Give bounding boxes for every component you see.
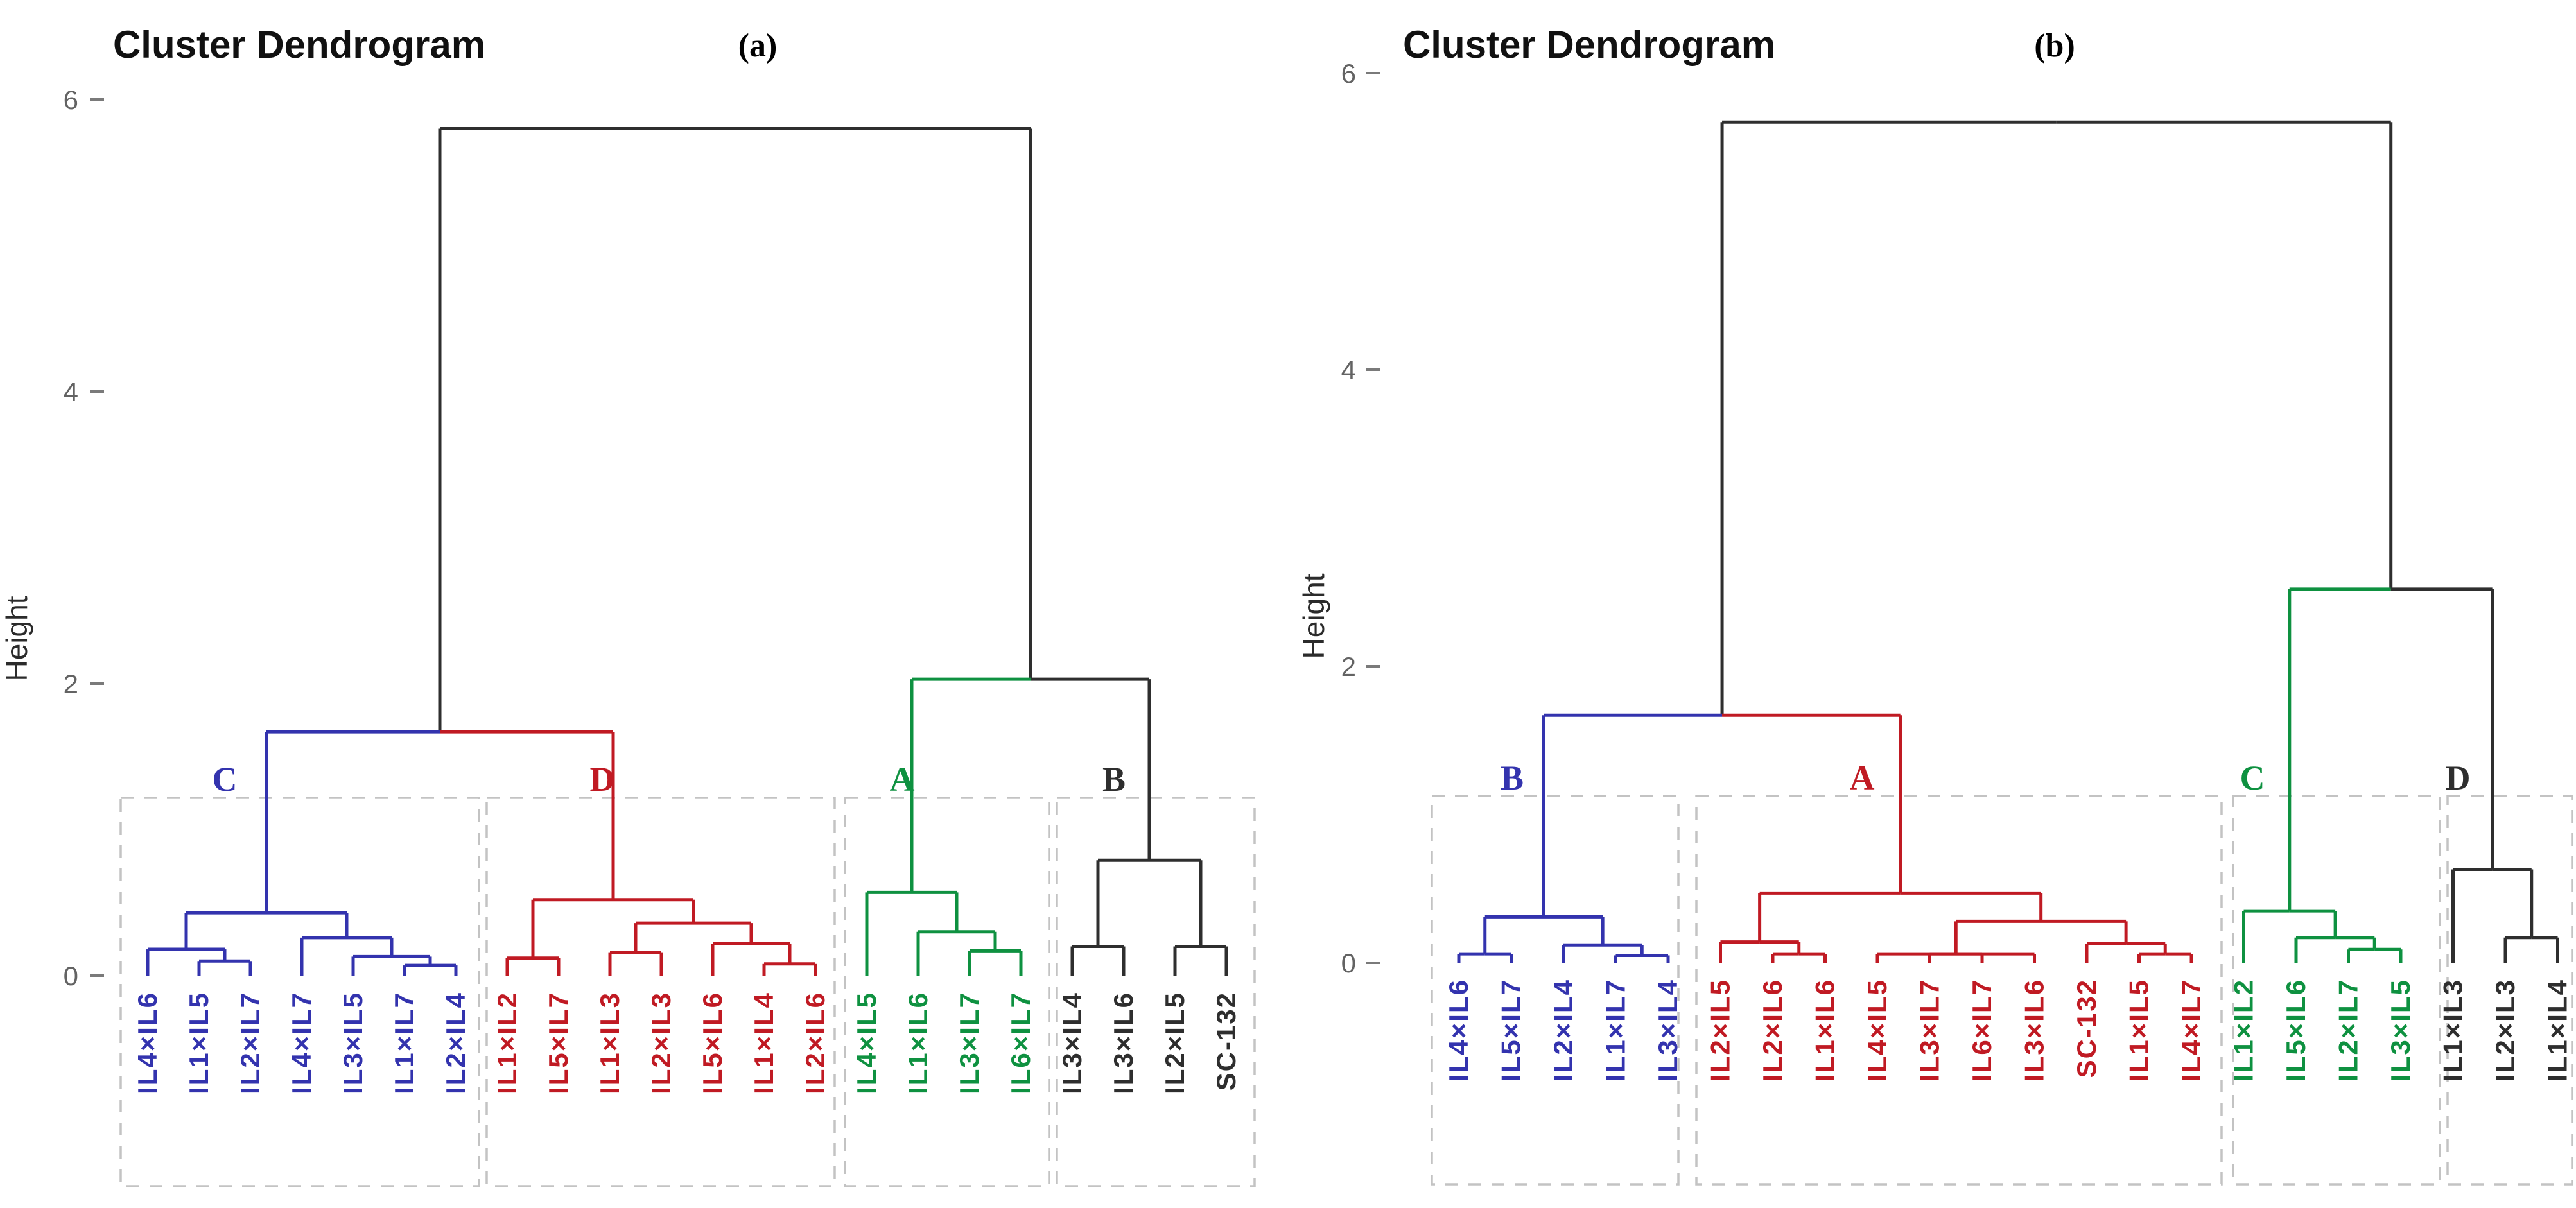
y-tick-label-0-panel-a: 0 <box>64 961 78 991</box>
y-tick-label-2-panel-a: 2 <box>64 669 78 699</box>
cluster-box-a-panel-b <box>1695 795 2223 1186</box>
cluster-box-a-panel-a <box>844 797 1050 1187</box>
y-tick-label-4-panel-a: 4 <box>64 377 78 407</box>
y-tick-label-4-panel-b: 4 <box>1341 355 1356 385</box>
leaf-label-IL2IL7-panel-a: IL2×IL7 <box>235 992 265 1094</box>
leaf-label-IL2IL6-panel-b: IL2×IL6 <box>1757 979 1788 1082</box>
panel-label-a: (a) <box>738 28 778 64</box>
leaf-label-IL3IL4-panel-a: IL3×IL4 <box>1057 992 1087 1094</box>
leaf-label-IL1IL4-panel-b: IL1×IL4 <box>2543 979 2573 1082</box>
leaf-label-IL1IL3-panel-a: IL1×IL3 <box>595 992 625 1094</box>
leaf-label-IL3IL4-panel-b: IL3×IL4 <box>1653 979 1683 1082</box>
leaf-label-IL3IL7-panel-b: IL3×IL7 <box>1915 979 1945 1082</box>
leaf-label-IL1IL5-panel-b: IL1×IL5 <box>2124 979 2154 1082</box>
cluster-letter-d-panel-b: D <box>2446 759 2471 797</box>
cluster-box-b-panel-b <box>1431 795 1680 1186</box>
chart-title-panel-b: Cluster Dendrogram <box>1403 23 1775 66</box>
cluster-box-d-panel-a <box>485 797 836 1187</box>
leaf-label-IL4IL6-panel-a: IL4×IL6 <box>132 992 162 1094</box>
cluster-letter-b-panel-a: B <box>1102 760 1126 798</box>
leaf-label-IL2IL3-panel-a: IL2×IL3 <box>646 992 676 1094</box>
leaf-label-IL4IL6-panel-b: IL4×IL6 <box>1443 979 1474 1082</box>
leaf-label-IL2IL4-panel-a: IL2×IL4 <box>440 992 471 1094</box>
leaf-label-IL5IL7-panel-a: IL5×IL7 <box>543 992 573 1094</box>
cluster-letter-c-panel-a: C <box>213 760 238 798</box>
cluster-box-c-panel-b <box>2232 795 2441 1186</box>
leaf-label-IL5IL6-panel-b: IL5×IL6 <box>2281 979 2311 1082</box>
leaf-label-IL4IL7-panel-a: IL4×IL7 <box>286 992 317 1094</box>
leaf-label-IL1IL5-panel-a: IL1×IL5 <box>184 992 214 1094</box>
leaf-label-IL2IL7-panel-b: IL2×IL7 <box>2333 979 2363 1082</box>
y-axis-label-panel-b: Height <box>1297 573 1330 659</box>
leaf-label-SC132-panel-a: SC-132 <box>1211 992 1241 1091</box>
y-tick-label-0-panel-b: 0 <box>1341 948 1356 978</box>
chart-title-panel-a: Cluster Dendrogram <box>113 23 485 66</box>
leaf-label-IL4IL5-panel-b: IL4×IL5 <box>1862 979 1892 1082</box>
cluster-letter-c-panel-b: C <box>2240 759 2265 797</box>
leaf-label-IL2IL4-panel-b: IL2×IL4 <box>1548 979 1578 1082</box>
leaf-label-IL2IL3-panel-b: IL2×IL3 <box>2490 979 2520 1082</box>
leaf-label-IL5IL7-panel-b: IL5×IL7 <box>1496 979 1526 1082</box>
leaf-label-IL1IL2-panel-a: IL1×IL2 <box>492 992 522 1094</box>
y-tick-label-6-panel-a: 6 <box>64 85 78 115</box>
leaf-label-IL1IL6-panel-b: IL1×IL6 <box>1810 979 1840 1082</box>
leaf-label-IL2IL5-panel-b: IL2×IL5 <box>1705 979 1736 1082</box>
y-axis-label-panel-a: Height <box>0 596 33 681</box>
leaf-label-IL1IL6-panel-a: IL1×IL6 <box>903 992 933 1094</box>
leaf-label-IL1IL7-panel-a: IL1×IL7 <box>389 992 419 1094</box>
leaf-label-IL5IL6-panel-a: IL5×IL6 <box>697 992 727 1094</box>
panel-label-b: (b) <box>2034 28 2075 64</box>
leaf-label-IL3IL5-panel-b: IL3×IL5 <box>2385 979 2415 1082</box>
cluster-box-c-panel-a <box>119 797 480 1187</box>
cluster-letter-d-panel-a: D <box>590 760 615 798</box>
leaf-label-IL1IL7-panel-b: IL1×IL7 <box>1601 979 1631 1082</box>
leaf-label-IL6IL7-panel-b: IL6×IL7 <box>1967 979 1997 1082</box>
leaf-label-IL1IL4-panel-a: IL1×IL4 <box>749 992 779 1094</box>
cluster-letter-b-panel-b: B <box>1501 759 1524 797</box>
leaf-label-IL1IL2-panel-b: IL1×IL2 <box>2229 979 2259 1082</box>
leaf-label-IL4IL5-panel-a: IL4×IL5 <box>851 992 882 1094</box>
leaf-label-IL4IL7-panel-b: IL4×IL7 <box>2176 979 2206 1082</box>
leaf-label-IL1IL3-panel-b: IL1×IL3 <box>2438 979 2468 1082</box>
leaf-label-IL3IL5-panel-a: IL3×IL5 <box>338 992 368 1094</box>
leaf-label-IL6IL7-panel-a: IL6×IL7 <box>1005 992 1036 1094</box>
leaf-label-IL2IL5-panel-a: IL2×IL5 <box>1160 992 1190 1094</box>
cluster-box-b-panel-a <box>1056 797 1256 1187</box>
leaf-label-IL2IL6-panel-a: IL2×IL6 <box>800 992 830 1094</box>
leaf-label-IL3IL6-panel-a: IL3×IL6 <box>1108 992 1138 1094</box>
cluster-letter-a-panel-a: A <box>890 760 915 798</box>
y-tick-label-2-panel-b: 2 <box>1341 651 1356 682</box>
y-tick-label-6-panel-b: 6 <box>1341 58 1356 89</box>
leaf-label-SC132-panel-b: SC-132 <box>2071 979 2102 1078</box>
leaf-label-IL3IL7-panel-a: IL3×IL7 <box>954 992 984 1094</box>
cluster-letter-a-panel-b: A <box>1850 759 1875 797</box>
leaf-label-IL3IL6-panel-b: IL3×IL6 <box>2019 979 2049 1082</box>
